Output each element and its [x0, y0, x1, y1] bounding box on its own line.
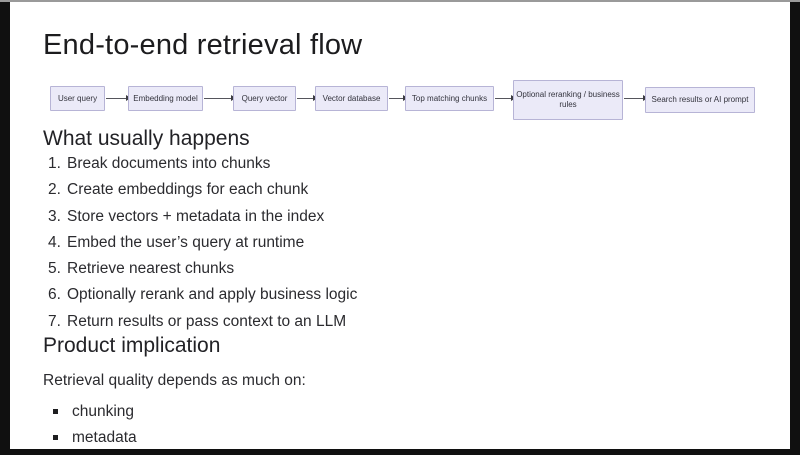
arrow-right-icon [106, 95, 131, 101]
bullet-text: metadata [72, 429, 137, 446]
list-item: 2. Create embeddings for each chunk [48, 181, 357, 207]
lead-text: Retrieval quality depends as much on: [43, 372, 306, 389]
flow-node-vector-database: Vector database [315, 86, 388, 111]
flow-node-user-query: User query [50, 86, 105, 111]
bullet-list: chunking metadata [53, 403, 137, 455]
slide-title: End-to-end retrieval flow [43, 29, 363, 61]
step-number: 7. [48, 312, 61, 330]
arrow-right-icon [204, 95, 236, 101]
bullet-text: chunking [72, 403, 135, 420]
letterbox-left [0, 0, 10, 449]
step-number: 2. [48, 181, 61, 199]
list-item: 4. Embed the user’s query at runtime [48, 234, 357, 260]
step-text: Retrieve nearest chunks [67, 260, 235, 278]
section-heading-product-implication: Product implication [43, 334, 221, 357]
list-item: 1. Break documents into chunks [48, 155, 357, 181]
step-text: Embed the user’s query at runtime [67, 233, 305, 251]
flow-node-embedding-model: Embedding model [128, 86, 203, 111]
list-item: 3. Store vectors + metadata in the index [48, 208, 357, 234]
step-number: 1. [48, 155, 61, 172]
list-item: chunking [53, 403, 137, 429]
letterbox-right [790, 0, 800, 449]
square-bullet-icon [53, 409, 58, 414]
numbered-step-list: 1. Break documents into chunks 2. Create… [48, 155, 357, 339]
arrow-right-icon [624, 95, 648, 101]
list-item: 5. Retrieve nearest chunks [48, 260, 357, 286]
step-text: Return results or pass context to an LLM [67, 312, 347, 330]
step-number: 5. [48, 260, 61, 278]
step-number: 3. [48, 207, 61, 225]
list-item: 7. Return results or pass context to an … [48, 313, 357, 339]
arrow-right-icon [389, 95, 408, 101]
section-heading-what-usually-happens: What usually happens [43, 127, 250, 150]
step-text: Create embeddings for each chunk [67, 181, 309, 199]
step-text: Store vectors + metadata in the index [67, 207, 325, 225]
list-item: metadata [53, 429, 137, 455]
square-bullet-icon [53, 435, 58, 440]
list-item: 6. Optionally rerank and apply business … [48, 286, 357, 312]
flow-node-query-vector: Query vector [233, 86, 296, 111]
step-text: Optionally rerank and apply business log… [67, 286, 358, 304]
arrow-right-icon [297, 95, 318, 101]
top-rule-divider [0, 0, 800, 2]
step-text: Break documents into chunks [67, 155, 271, 172]
slide: End-to-end retrieval flow User query Emb… [10, 2, 790, 449]
step-number: 6. [48, 286, 61, 304]
step-number: 4. [48, 233, 61, 251]
flow-node-top-matching-chunks: Top matching chunks [405, 86, 494, 111]
flow-node-search-results: Search results or AI prompt [645, 87, 755, 113]
arrow-right-icon [495, 95, 516, 101]
flow-node-optional-reranking: Optional reranking / business rules [513, 80, 623, 120]
